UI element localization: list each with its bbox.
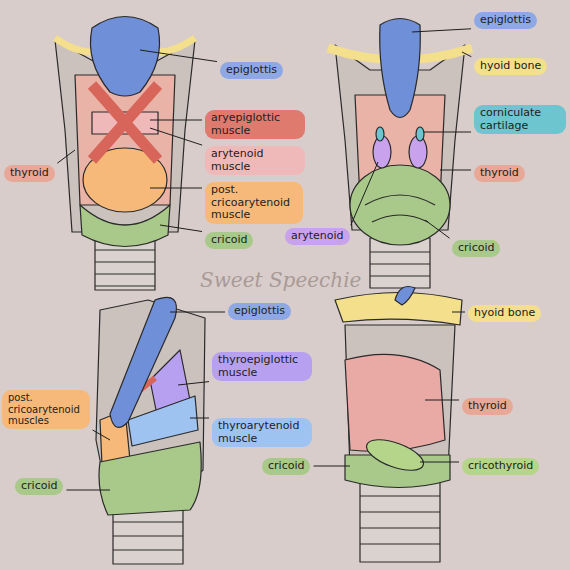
leader-line bbox=[57, 150, 75, 163]
label-highlight: cricoid bbox=[15, 478, 63, 495]
leader-line bbox=[462, 52, 471, 57]
thyroid-cartilage bbox=[345, 354, 445, 451]
part-label: thyroid bbox=[468, 400, 507, 413]
label-highlight: epiglottis bbox=[474, 12, 537, 29]
part-label: cricoid bbox=[211, 234, 247, 247]
leader-line bbox=[351, 162, 378, 225]
trachea-rings bbox=[370, 252, 430, 276]
trachea bbox=[360, 480, 440, 562]
leader-line bbox=[420, 462, 459, 463]
label-highlight: post. cricoarytenoid muscles bbox=[2, 390, 90, 429]
part-label: cricoid bbox=[268, 460, 304, 473]
part-label: cricothyroid bbox=[468, 460, 533, 473]
part-label: arytenoid muscle bbox=[211, 148, 299, 173]
leader-line bbox=[140, 50, 217, 62]
part-label: epiglottis bbox=[480, 14, 531, 27]
label-highlight: thyroid bbox=[462, 398, 513, 415]
label-highlight: thyroarytenoid muscle bbox=[212, 418, 312, 447]
leader-line bbox=[425, 220, 450, 238]
epiglottis bbox=[380, 19, 421, 118]
corniculate-cartilage bbox=[376, 127, 384, 141]
trachea-rings bbox=[113, 522, 183, 550]
leader-line bbox=[440, 170, 471, 171]
part-label: thyroid bbox=[10, 167, 49, 180]
corniculate-cartilage bbox=[416, 127, 424, 141]
part-label: post. cricoarytenoid muscle bbox=[211, 184, 297, 222]
trachea-rings bbox=[95, 250, 155, 286]
trachea bbox=[113, 508, 183, 564]
leader-line bbox=[190, 418, 209, 419]
label-highlight: arytenoid bbox=[285, 228, 350, 245]
leader-line bbox=[424, 132, 471, 133]
label-highlight: corniculate cartilage bbox=[474, 105, 566, 134]
label-highlight: arytenoid muscle bbox=[205, 146, 305, 175]
part-label: thyroarytenoid muscle bbox=[218, 420, 306, 445]
leader-line bbox=[93, 430, 110, 440]
leader-line bbox=[452, 312, 465, 313]
leader-line bbox=[412, 29, 471, 32]
part-label: epiglottis bbox=[226, 64, 277, 77]
label-highlight: thyroepiglottic muscle bbox=[212, 352, 312, 381]
thyroarytenoid-muscle bbox=[128, 396, 198, 446]
label-highlight: cricoid bbox=[205, 232, 253, 249]
label-highlight: cricothyroid bbox=[462, 458, 539, 475]
label-highlight: epiglottis bbox=[220, 62, 283, 79]
cricoid-cartilage bbox=[80, 205, 170, 247]
leader-line bbox=[314, 466, 351, 467]
watermark: Sweet Speechie bbox=[200, 268, 361, 292]
leader-line bbox=[170, 312, 225, 313]
leader-line bbox=[178, 382, 209, 385]
leader-line bbox=[150, 120, 202, 121]
epiglottis bbox=[395, 287, 415, 306]
part-label: cricoid bbox=[458, 242, 494, 255]
label-highlight: epiglottis bbox=[228, 303, 291, 320]
leader-line bbox=[160, 225, 202, 232]
part-label: thyroid bbox=[480, 167, 519, 180]
label-highlight: cricoid bbox=[452, 240, 500, 257]
leader-line bbox=[150, 188, 202, 189]
label-highlight: hyoid bone bbox=[474, 58, 547, 75]
part-label: post. cricoarytenoid muscles bbox=[8, 392, 84, 427]
leader-line bbox=[67, 490, 111, 491]
leader-line bbox=[150, 128, 202, 145]
label-highlight: cricoid bbox=[262, 458, 310, 475]
cricoid-cartilage bbox=[350, 165, 450, 245]
part-label: aryepiglottic muscle bbox=[211, 112, 299, 137]
label-highlight: thyroid bbox=[4, 165, 55, 182]
label-highlight: aryepiglottic muscle bbox=[205, 110, 305, 139]
cricothyroid-muscle bbox=[363, 433, 428, 476]
label-highlight: thyroid bbox=[474, 165, 525, 182]
cricoid-detail bbox=[365, 195, 435, 222]
part-label: hyoid bone bbox=[474, 307, 535, 320]
part-label: hyoid bone bbox=[480, 60, 541, 73]
part-label: corniculate cartilage bbox=[480, 107, 560, 132]
trachea-rings bbox=[360, 496, 440, 544]
epiglottis bbox=[110, 297, 176, 427]
label-highlight: post. cricoarytenoid muscle bbox=[205, 182, 303, 224]
leader-line bbox=[425, 400, 459, 401]
part-label: arytenoid bbox=[291, 230, 344, 243]
part-label: thyroepiglottic muscle bbox=[218, 354, 306, 379]
part-label: epiglottis bbox=[234, 305, 285, 318]
label-highlight: hyoid bone bbox=[468, 305, 541, 322]
part-label: cricoid bbox=[21, 480, 57, 493]
cricoid-cartilage bbox=[99, 442, 201, 515]
epiglottis bbox=[90, 17, 159, 97]
